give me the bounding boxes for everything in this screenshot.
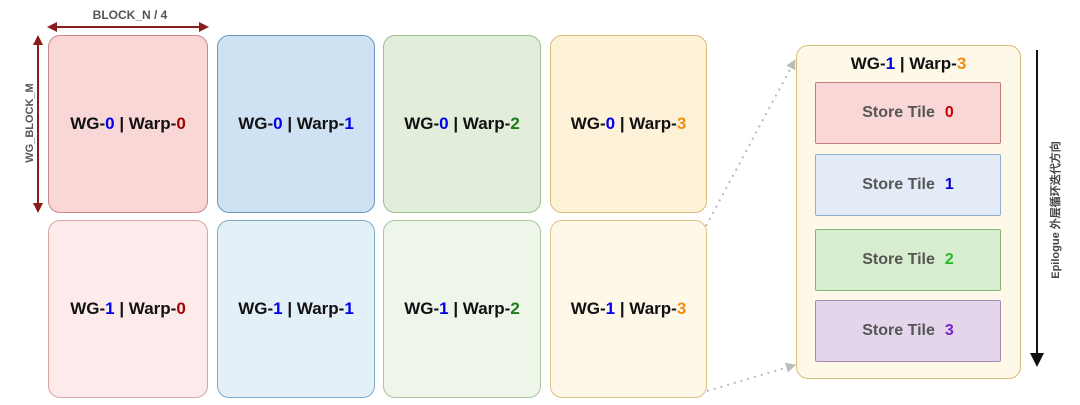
- warp-number: 0: [176, 114, 186, 133]
- wg-block-m-label: WG_BLOCK_M: [24, 83, 36, 163]
- zoom-line-bottom: [706, 362, 796, 392]
- zoom-panel-title: WG-1 | Warp-3: [850, 54, 967, 73]
- tile-wg1-warp2: WG-1 | Warp-2: [383, 220, 541, 398]
- wg-number: 0: [273, 114, 283, 133]
- wg-number: 0: [605, 114, 616, 133]
- tile-wg1-warp3: WG-1 | Warp-3: [550, 220, 707, 398]
- tile-wg1-warp1: WG-1 | Warp-1: [217, 220, 375, 398]
- tile-wg0-warp3: WG-0 | Warp-3: [550, 35, 707, 213]
- warp-number: 1: [344, 299, 354, 318]
- epilogue-direction-label: Epilogue 外层循环迭代方向: [1050, 141, 1062, 279]
- tile-wg1-warp0: WG-1 | Warp-0: [48, 220, 208, 398]
- zoom-line-top: [705, 59, 796, 227]
- block-n-label: BLOCK_N / 4: [92, 8, 168, 22]
- tile-wg0-warp1: WG-0 | Warp-1: [217, 35, 375, 213]
- warp-number: 1: [344, 114, 354, 133]
- wg-number: 1: [605, 299, 616, 318]
- tile-wg0-warp0: WG-0 | Warp-0: [48, 35, 208, 213]
- warp-number: 0: [176, 299, 186, 318]
- warp-number: 3: [676, 299, 687, 318]
- wg-number: 1: [105, 299, 115, 318]
- wg-number: 1: [439, 299, 449, 318]
- wg-number: 1: [273, 299, 283, 318]
- warp-number: 3: [676, 114, 687, 133]
- warp-number: 2: [510, 114, 520, 133]
- warp-number: 2: [510, 299, 520, 318]
- wg-number: 0: [105, 114, 115, 133]
- wg-number: 0: [439, 114, 449, 133]
- tile-wg0-warp2: WG-0 | Warp-2: [383, 35, 541, 213]
